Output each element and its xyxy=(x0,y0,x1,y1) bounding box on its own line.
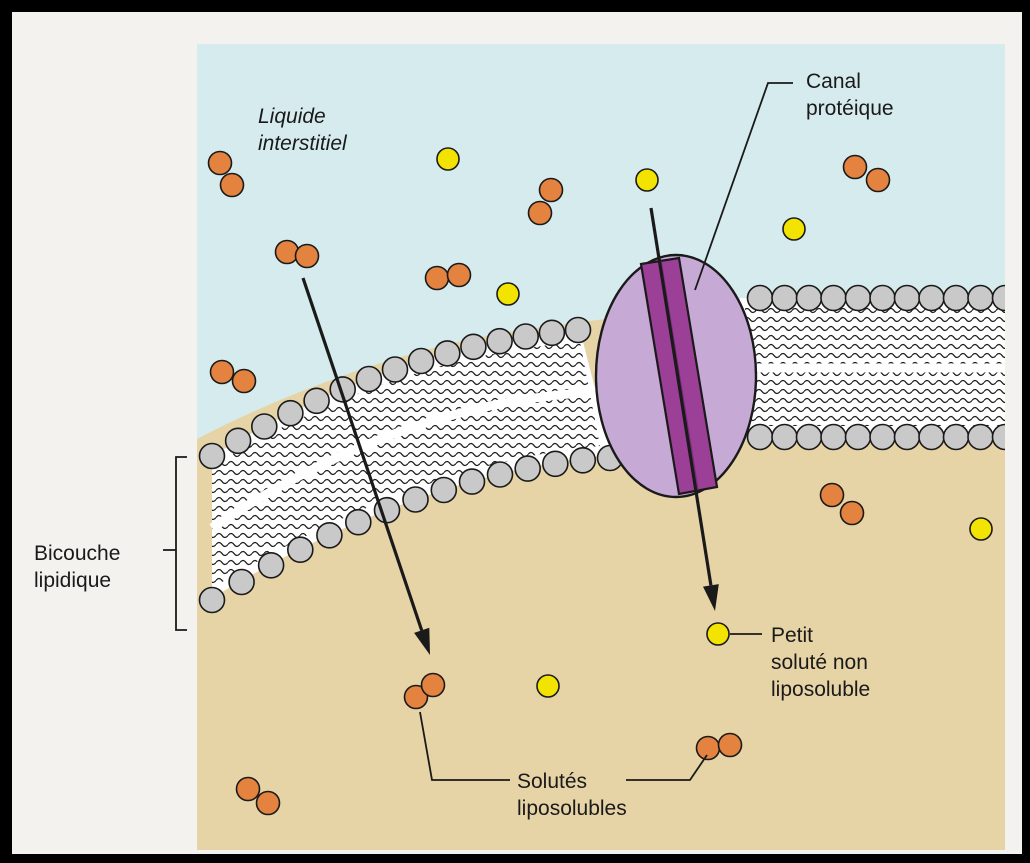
phospholipid-head-outer xyxy=(1017,286,1030,311)
phospholipid-head-outer xyxy=(539,320,564,345)
phospholipid-head-outer xyxy=(772,286,797,311)
phospholipid-head-inner xyxy=(317,523,342,548)
small-non-lipid-soluble-solute xyxy=(783,218,805,240)
phospholipid-head-inner xyxy=(748,425,773,450)
phospholipid-head-outer xyxy=(226,428,251,453)
phospholipid-head-inner xyxy=(944,425,969,450)
phospholipid-head-outer xyxy=(846,286,871,311)
small-solute-label: Petit soluté non liposoluble xyxy=(771,622,870,703)
phospholipid-head-inner xyxy=(797,425,822,450)
small-non-lipid-soluble-solute xyxy=(636,169,658,191)
phospholipid-head-inner xyxy=(870,425,895,450)
small-non-lipid-soluble-solute xyxy=(537,675,559,697)
phospholipid-head-outer xyxy=(487,329,512,354)
phospholipid-head-outer xyxy=(797,286,822,311)
phospholipid-head-inner xyxy=(919,425,944,450)
lipid-solutes-label: Solutés liposolubles xyxy=(517,768,627,822)
phospholipid-head-outer xyxy=(252,414,277,439)
phospholipid-head-inner xyxy=(460,469,485,494)
phospholipid-head-inner xyxy=(821,425,846,450)
phospholipid-head-inner xyxy=(288,537,313,562)
phospholipid-head-outer xyxy=(383,357,408,382)
phospholipid-head-inner xyxy=(488,462,513,487)
lipid-bilayer-label: Bicouche lipidique xyxy=(34,540,120,594)
phospholipid-head-inner xyxy=(200,588,225,613)
bilayer-bracket xyxy=(176,457,187,630)
small-non-lipid-soluble-solute xyxy=(970,518,992,540)
phospholipid-head-outer xyxy=(944,286,969,311)
phospholipid-head-outer xyxy=(968,286,993,311)
channel-protein-label: Canal protéique xyxy=(806,68,894,122)
phospholipid-head-inner xyxy=(570,448,595,473)
small-non-lipid-soluble-solute xyxy=(707,623,729,645)
phospholipid-head-inner xyxy=(431,478,456,503)
phospholipid-head-outer xyxy=(409,349,434,374)
phospholipid-head-outer xyxy=(993,286,1018,311)
phospholipid-head-inner xyxy=(772,425,797,450)
phospholipid-head-outer xyxy=(200,444,225,469)
phospholipid-head-outer xyxy=(304,388,329,413)
small-non-lipid-soluble-solute xyxy=(497,283,519,305)
phospholipid-head-inner xyxy=(515,456,540,481)
phospholipid-head-outer xyxy=(919,286,944,311)
phospholipid-head-inner xyxy=(895,425,920,450)
phospholipid-head-outer xyxy=(748,286,773,311)
phospholipid-head-outer xyxy=(821,286,846,311)
interstitial-fluid-label: Liquide interstitiel xyxy=(258,103,347,157)
phospholipid-head-inner xyxy=(259,553,284,578)
phospholipid-head-inner xyxy=(403,487,428,512)
phospholipid-head-inner xyxy=(968,425,993,450)
phospholipid-head-outer xyxy=(356,367,381,392)
phospholipid-head-inner xyxy=(346,510,371,535)
phospholipid-head-outer xyxy=(435,341,460,366)
phospholipid-head-inner xyxy=(1017,425,1030,450)
phospholipid-head-outer xyxy=(870,286,895,311)
phospholipid-head-inner xyxy=(543,451,568,476)
phospholipid-head-outer xyxy=(895,286,920,311)
phospholipid-head-outer xyxy=(461,334,486,359)
phospholipid-head-outer xyxy=(513,324,538,349)
phospholipid-head-inner xyxy=(846,425,871,450)
phospholipid-head-outer xyxy=(566,318,591,343)
phospholipid-head-outer xyxy=(278,401,303,426)
small-non-lipid-soluble-solute xyxy=(437,148,459,170)
phospholipid-head-inner xyxy=(993,425,1018,450)
phospholipid-head-inner xyxy=(229,570,254,595)
